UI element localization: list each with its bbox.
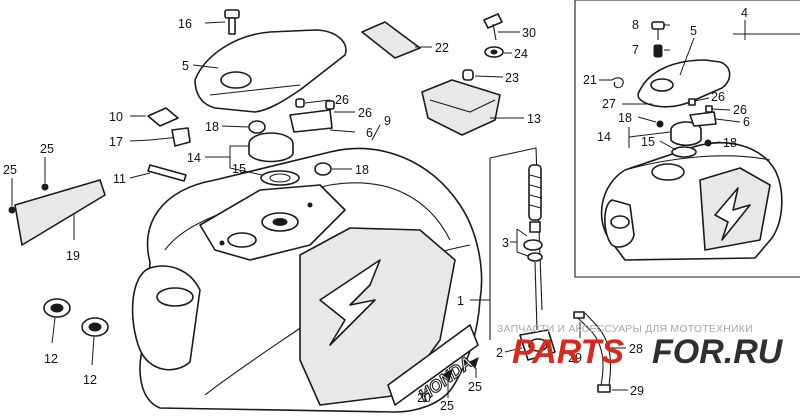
cover-plate-main (194, 29, 347, 113)
label-25: 25 (40, 142, 54, 156)
label-3: 3 (502, 236, 509, 250)
fuel-hose (573, 311, 612, 393)
label-13: 13 (527, 112, 541, 126)
label-4: 4 (741, 6, 748, 20)
label-10: 10 (109, 110, 123, 124)
label-14: 14 (187, 151, 201, 165)
watermark-logo-left: PARTS (512, 333, 624, 371)
label-5: 5 (182, 59, 189, 73)
label-12: 12 (44, 352, 58, 366)
fuel-tank-main (131, 147, 483, 413)
label-6: 6 (366, 126, 373, 140)
leader-lines (11, 20, 746, 402)
watermark-logo-right: FOR.RU (652, 333, 784, 371)
label-23: 23 (505, 71, 519, 85)
label-18: 18 (723, 136, 737, 150)
label-20: 20 (417, 391, 431, 405)
label-7: 7 (632, 43, 639, 57)
label-26: 26 (711, 90, 725, 104)
label-11: 11 (113, 172, 126, 186)
part-labels: 16 5 22 30 24 23 26 26 13 9 10 18 6 17 1… (3, 6, 750, 413)
label-21: 21 (583, 73, 597, 87)
label-26: 26 (358, 106, 372, 120)
label-22: 22 (435, 41, 449, 55)
label-8: 8 (632, 18, 639, 32)
label-16: 16 (178, 17, 192, 31)
label-28: 28 (629, 342, 643, 356)
label-12: 12 (83, 373, 97, 387)
label-1: 1 (457, 294, 464, 308)
fuel-petcock (489, 147, 556, 361)
label-17: 17 (109, 135, 123, 149)
label-27: 27 (602, 97, 616, 111)
label-18: 18 (205, 120, 219, 134)
small-parts-main (8, 9, 504, 337)
label-30: 30 (522, 26, 536, 40)
label-24: 24 (514, 47, 528, 61)
label-18: 18 (618, 111, 632, 125)
label-26: 26 (733, 103, 747, 117)
inset-frame (574, 0, 800, 278)
label-18: 18 (355, 163, 369, 177)
label-25: 25 (468, 380, 482, 394)
label-6: 6 (743, 115, 750, 129)
label-26: 26 (335, 93, 349, 107)
label-14: 14 (597, 130, 611, 144)
label-19: 19 (66, 249, 80, 263)
label-29: 29 (630, 384, 644, 398)
fuel-tank-inset (600, 21, 783, 261)
watermark-caption: ЗАПЧАСТИ И АКСЕССУАРЫ ДЛЯ МОТОТЕХНИКИ (497, 323, 753, 335)
label-25: 25 (3, 163, 17, 177)
label-9: 9 (384, 114, 391, 128)
label-5: 5 (690, 24, 697, 38)
label-29: 29 (568, 351, 582, 365)
label-15: 15 (232, 162, 246, 176)
label-15: 15 (641, 135, 655, 149)
label-2: 2 (496, 346, 503, 360)
watermark: ЗАПЧАСТИ И АКСЕССУАРЫ ДЛЯ МОТОТЕХНИКИ PA… (497, 323, 784, 371)
label-25: 25 (440, 399, 454, 413)
